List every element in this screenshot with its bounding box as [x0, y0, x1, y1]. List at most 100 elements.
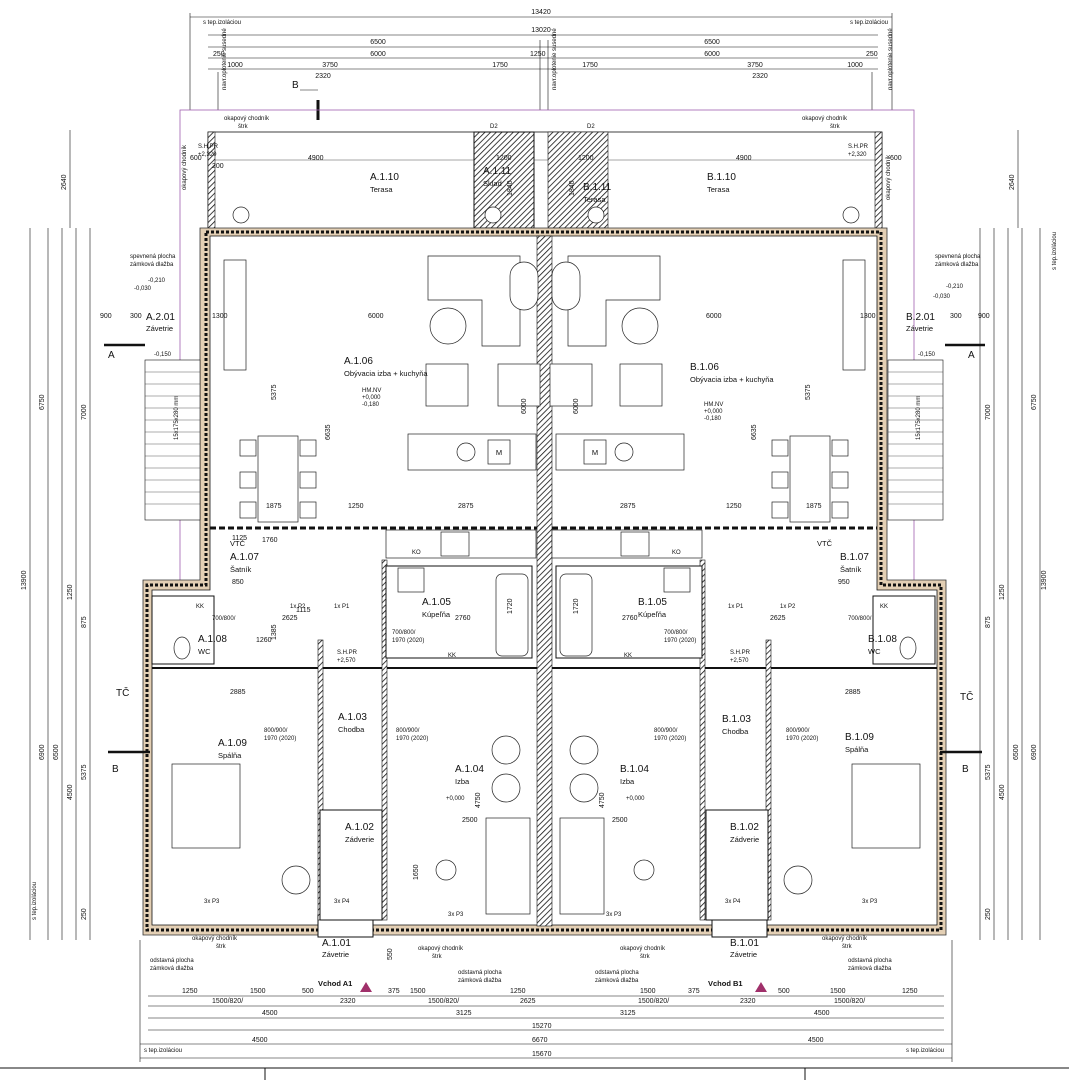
dim-250-r: 250 — [866, 51, 878, 58]
dim-half-right: 6500 — [704, 39, 720, 46]
idim: 900 — [100, 313, 112, 320]
idim: 1875 — [806, 503, 822, 510]
idim: 2625 — [282, 615, 298, 622]
interior-walls — [151, 526, 937, 921]
p2-a: 1x P2 — [290, 604, 306, 610]
idim: 2625 — [770, 615, 786, 622]
bdim-half-l: 4500 — [252, 1037, 268, 1044]
bdim-4500-l: 4500 — [262, 1010, 278, 1017]
room-name: Šatník — [840, 565, 862, 574]
room-id: B.1.11 — [583, 182, 612, 193]
terrace-zone — [207, 131, 883, 231]
room-name: Sklad — [483, 179, 502, 188]
kk-d: KK — [624, 653, 632, 659]
side-4500-r: 4500 — [999, 784, 1006, 800]
room-name: Chodba — [722, 727, 749, 736]
neg210-r: -0,210 — [946, 284, 964, 290]
idim: 5375 — [805, 384, 812, 400]
room-name: Chodba — [338, 725, 365, 734]
door-a2: 1970 (2020) — [264, 736, 296, 742]
insulation-label-tl: s tep.izoláciou — [203, 20, 241, 26]
p3-b: 3x P3 — [862, 899, 878, 905]
idim: 1720 — [507, 598, 514, 614]
door-c: 800/900/ — [654, 728, 678, 734]
idim: 2760 — [622, 615, 638, 622]
kk-c: KK — [448, 653, 456, 659]
building-shell — [142, 227, 947, 938]
side-1250-r: 1250 — [999, 584, 1006, 600]
strk-bm: štrk — [432, 954, 443, 960]
title-block — [0, 1067, 1069, 1080]
top-dimensions: 13420 s tep.izoláciou s tep.izoláciou 13… — [189, 9, 894, 110]
room-name: Terasa — [583, 195, 606, 204]
room-name: WC — [198, 647, 211, 656]
side-250-r: 250 — [985, 908, 992, 920]
level-marks: S.H.PR +2,320 S.H.PR +2,320 S.H.PR +2,57… — [134, 144, 964, 802]
idim: 1200 — [496, 155, 512, 162]
dim-s6: 1000 — [847, 62, 863, 69]
entry-triangle-a — [360, 982, 372, 992]
room-name: Izba — [455, 777, 470, 786]
p4-b: 3x P4 — [725, 899, 741, 905]
side-13900-r: 13900 — [1041, 570, 1048, 590]
room-name: WC — [868, 647, 881, 656]
section-markers: A A B B — [104, 343, 985, 775]
side-5375-l: 5375 — [81, 764, 88, 780]
room-name: Zádverie — [345, 835, 374, 844]
side-1250-l: 1250 — [67, 584, 74, 600]
idim: 4750 — [475, 792, 482, 808]
room-id: B.2.01 — [906, 312, 935, 323]
entry-triangle-b — [755, 982, 767, 992]
odstavna-br: odstavná plocha — [848, 958, 892, 964]
neg150-r: -0,150 — [918, 352, 936, 358]
dim-sub-right: 6000 — [704, 51, 720, 58]
stairs-label-a: 15x175x280 mm — [174, 396, 180, 440]
door-a: 800/900/ — [264, 728, 288, 734]
p2-b: 1x P2 — [780, 604, 796, 610]
room-id: A.1.09 — [218, 738, 247, 749]
dim-inner: 13020 — [531, 27, 551, 34]
p3-c: 3x P3 — [448, 912, 464, 918]
shpr-mr: S.H.PR — [730, 650, 751, 656]
zamkova-m2: zámková dlažba — [595, 978, 639, 984]
idim: 1840 — [507, 180, 514, 196]
room-id: B.1.06 — [690, 362, 719, 373]
okapovy-tl: okapový chodník — [224, 116, 270, 122]
side-250-l: 250 — [81, 908, 88, 920]
hmnv-d: +0,000 — [626, 796, 645, 802]
okapovy-side-l: okapový chodník — [182, 144, 188, 190]
door-f: 700/800/ — [664, 630, 688, 636]
bdim: 1500 — [250, 988, 266, 995]
room-labels: A.1.10 Terasa A.1.11 Sklad B.1.11 Terasa… — [146, 166, 935, 988]
bdim-4500-r: 4500 — [814, 1010, 830, 1017]
room-id: A.1.10 — [370, 172, 399, 183]
room-id: A.1.11 — [483, 166, 512, 177]
room-name: Závetrie — [146, 324, 173, 333]
door-d2: 1970 (2020) — [786, 736, 818, 742]
room-id: A.1.01 — [322, 938, 351, 949]
idim: 1250 — [726, 503, 742, 510]
zamkova-br: zámková dlažba — [848, 966, 892, 972]
ko-a: KO — [412, 550, 421, 556]
shpr-mr-val: +2,570 — [730, 658, 749, 664]
room-id: B.1.01 — [730, 938, 759, 949]
side-875-l: 875 — [81, 616, 88, 628]
side-13900-l: 13900 — [21, 570, 28, 590]
bdim: 1250 — [510, 988, 526, 995]
room-name: Závetrie — [322, 950, 349, 959]
idim: 6635 — [325, 424, 332, 440]
bdim-door-a: 1500/820/ — [212, 998, 243, 1005]
hmro-a: -0,180 — [362, 402, 380, 408]
idim: 6000 — [573, 398, 580, 414]
side-5375-r: 5375 — [985, 764, 992, 780]
door-f2: 1970 (2020) — [664, 638, 696, 644]
bottom-ins-r: s tep.izoláciou — [906, 1048, 944, 1054]
hmnv-b-val: +0,000 — [704, 409, 723, 415]
room-id: B.1.05 — [638, 597, 667, 608]
bdim-door-b: 1500/820/ — [428, 998, 459, 1005]
door-h: 700/800/ — [848, 616, 872, 622]
bdim: 1250 — [902, 988, 918, 995]
room-name: Závetrie — [906, 324, 933, 333]
dim-s5: 3750 — [747, 62, 763, 69]
